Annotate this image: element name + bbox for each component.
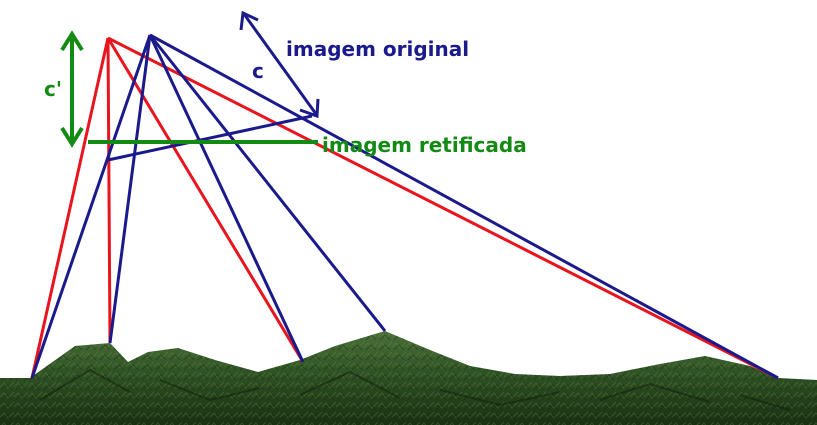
red-ray-4: [107, 36, 779, 380]
blue-ray-5: [149, 33, 779, 380]
red-ray-2: [106, 37, 112, 344]
blue-ray-1: [30, 34, 152, 379]
red-rays: [30, 36, 779, 380]
terrain-ridges: [39, 368, 791, 411]
red-ray-3: [106, 37, 305, 363]
blue-ray-4: [148, 34, 387, 332]
c-arrow: [239, 10, 320, 119]
label-rectified-image: imagem retificada: [322, 133, 527, 157]
blue-ray-2: [108, 34, 152, 344]
label-original-image: imagem original: [286, 37, 469, 61]
blue-rays: [30, 33, 779, 380]
blue-ray-3: [148, 34, 305, 363]
c-prime-arrow: [60, 30, 84, 148]
label-c-prime: c': [44, 77, 62, 101]
terrain-texture: [0, 331, 817, 425]
original-image-plane: [107, 114, 313, 162]
red-ray-1: [30, 37, 110, 379]
label-c: c: [252, 59, 264, 83]
terrain: [0, 331, 817, 425]
